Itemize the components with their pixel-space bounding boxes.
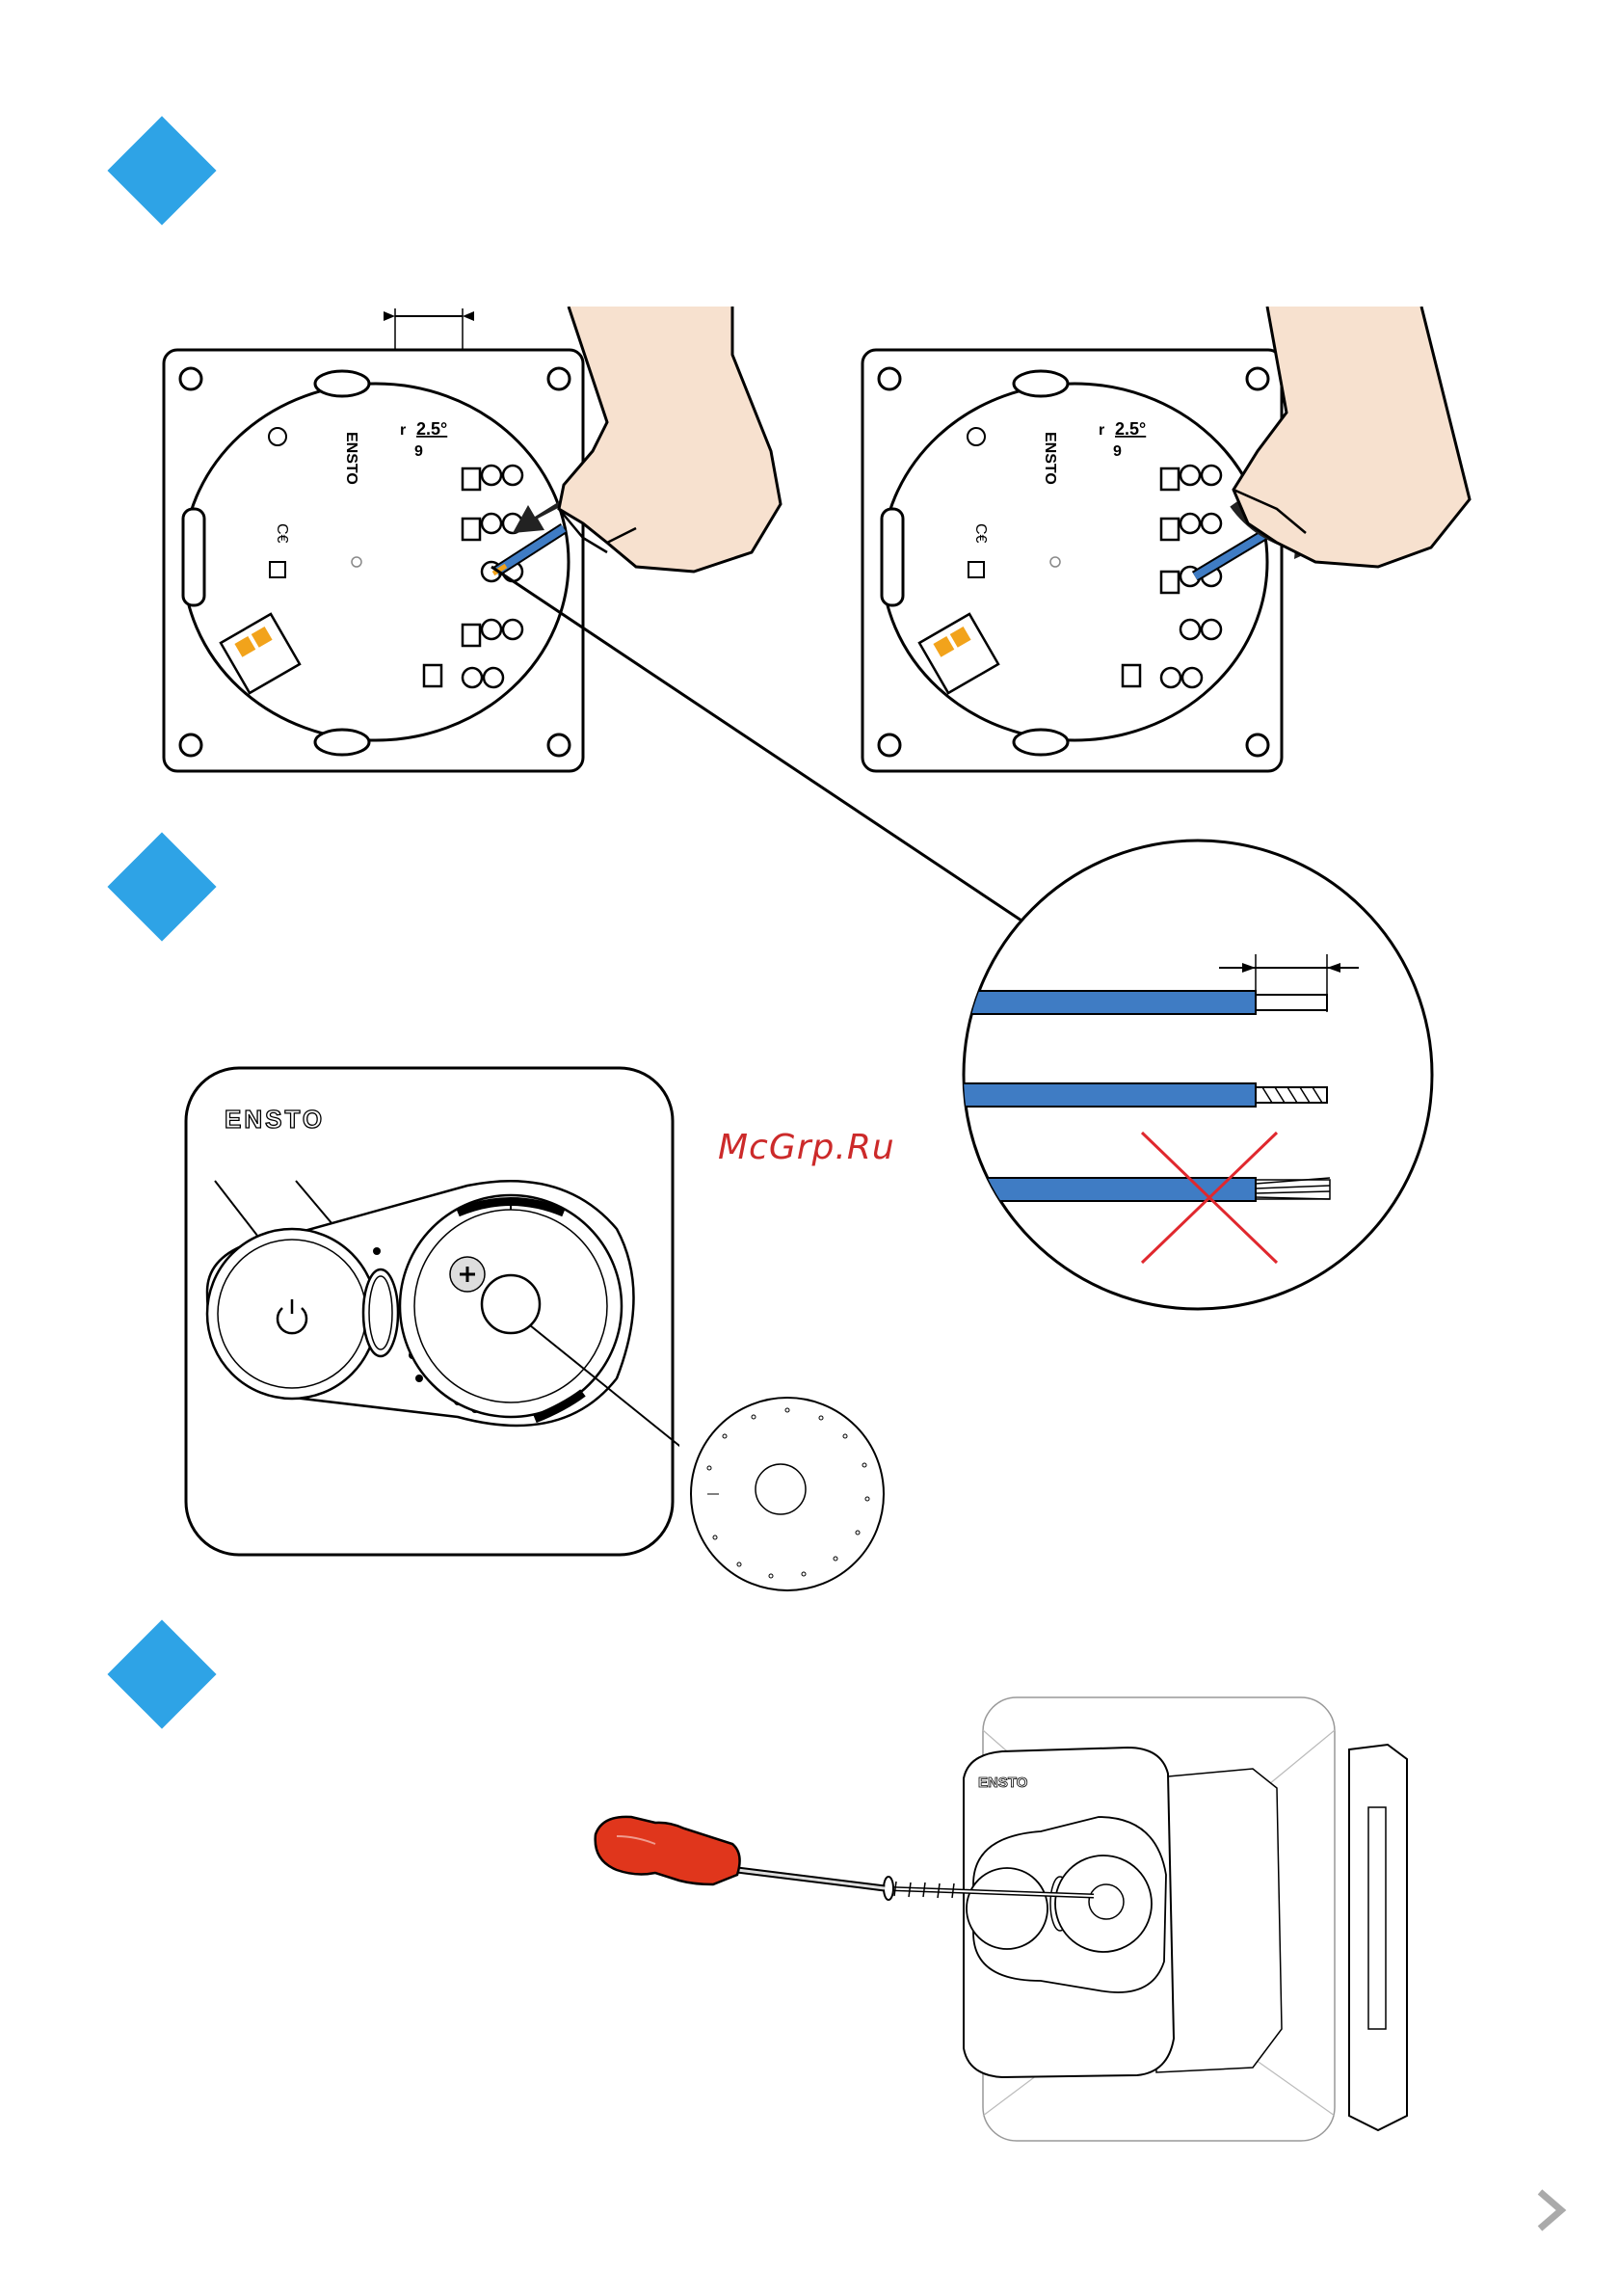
thermostat-brand: ENSTO — [225, 1105, 325, 1134]
next-page-icon[interactable] — [1530, 2186, 1569, 2234]
step-3-marker — [107, 1619, 216, 1728]
thermostat-front-figure: ENSTO — [178, 1060, 679, 1562]
knob-detail-figure — [686, 1393, 889, 1595]
wire-strip-detail-figure — [959, 839, 1441, 1311]
mounting-brand: ENSTO — [978, 1775, 1028, 1791]
mounting-figure: ENSTO — [578, 1692, 1426, 2164]
watermark-text: McGrp.Ru — [718, 1128, 895, 1167]
